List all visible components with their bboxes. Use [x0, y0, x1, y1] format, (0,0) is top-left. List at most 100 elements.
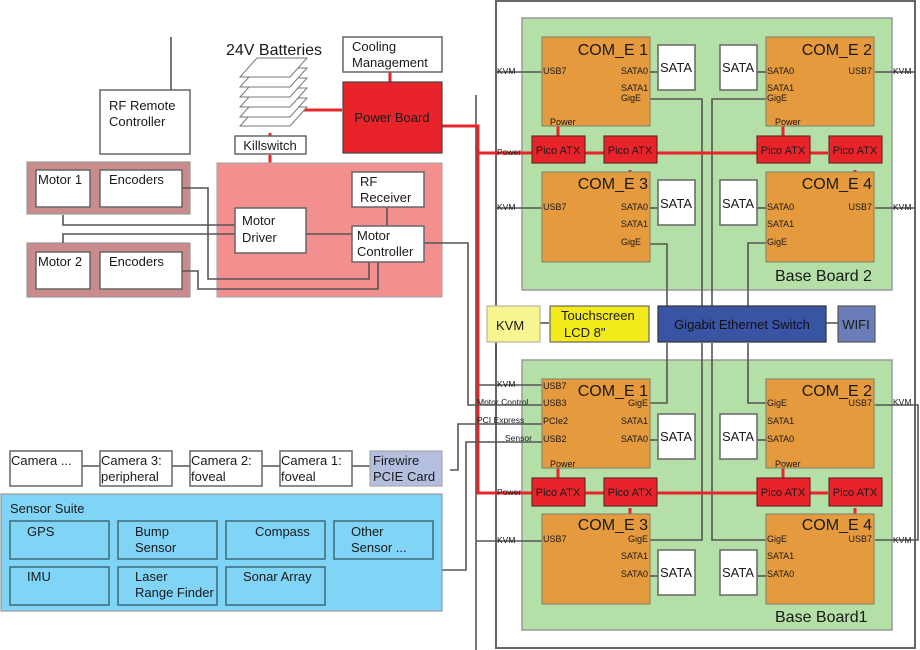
svg-text:foveal: foveal	[191, 469, 226, 484]
svg-text:Range Finder: Range Finder	[135, 585, 214, 600]
svg-text:SATA0: SATA0	[621, 66, 648, 76]
svg-text:COM_E 3: COM_E 3	[578, 517, 648, 534]
svg-text:SATA: SATA	[660, 565, 692, 580]
svg-text:Other: Other	[351, 524, 384, 539]
svg-text:GigE: GigE	[628, 398, 648, 408]
svg-text:Sensor: Sensor	[135, 540, 177, 555]
svg-text:Power: Power	[550, 117, 576, 127]
svg-text:KVM: KVM	[497, 379, 515, 389]
svg-text:USB2: USB2	[543, 434, 567, 444]
rf-remote-controller: RF Remote Controller	[99, 89, 191, 155]
svg-text:Gigabit Ethernet Switch: Gigabit Ethernet Switch	[674, 317, 810, 332]
kvm-switch-box: KVM	[486, 305, 541, 343]
sensor-bump: Bump Sensor	[117, 520, 218, 560]
power-board: Power Board	[342, 81, 443, 154]
svg-text:SATA0: SATA0	[767, 202, 794, 212]
svg-text:GigE: GigE	[628, 534, 648, 544]
svg-text:KVM: KVM	[893, 66, 911, 76]
pico-atx-supplies: Pico ATX Pico ATX Pico ATX Pico ATX Pico…	[531, 135, 883, 507]
svg-text:Power: Power	[497, 147, 521, 157]
svg-text:Motor: Motor	[357, 228, 391, 243]
svg-text:Motor Control: Motor Control	[477, 397, 529, 407]
svg-text:RF Remote: RF Remote	[109, 98, 175, 113]
bb1-com-e4: COM_E 4 GigE USB7 SATA1 SATA0	[765, 513, 875, 605]
bb2-com-e1: COM_E 1 USB7 SATA0 SATA1 GigE Power	[541, 36, 651, 127]
svg-text:KVM: KVM	[496, 318, 524, 333]
svg-text:KVM: KVM	[893, 397, 911, 407]
cooling-management: Cooling Management	[342, 36, 443, 73]
svg-text:Encoders: Encoders	[109, 254, 164, 269]
svg-text:WIFI: WIFI	[842, 317, 869, 332]
sata-drives: SATA SATA SATA SATA SATA SATA SATA SATA	[650, 44, 766, 596]
svg-text:Sensor ...: Sensor ...	[351, 540, 407, 555]
motor-wires	[62, 187, 542, 571]
touchscreen-lcd: Touchscreen LCD 8"	[549, 305, 650, 343]
kvm-wires-right	[875, 71, 919, 541]
svg-text:Pico ATX: Pico ATX	[833, 487, 878, 499]
sensor-compass: Compass	[225, 520, 326, 560]
svg-text:SATA1: SATA1	[767, 219, 794, 229]
svg-text:PCIE Card: PCIE Card	[373, 469, 435, 484]
svg-text:Motor 2: Motor 2	[38, 254, 82, 269]
encoders-1: Encoders	[99, 169, 183, 208]
svg-text:COM_E 3: COM_E 3	[578, 176, 648, 193]
svg-text:Camera 1:: Camera 1:	[281, 453, 342, 468]
sensor-suite: Sensor Suite	[0, 493, 443, 612]
sensor-imu: IMU	[9, 566, 110, 606]
svg-text:USB3: USB3	[543, 398, 567, 408]
svg-text:Controller: Controller	[109, 114, 166, 129]
svg-text:GigE: GigE	[767, 534, 787, 544]
svg-text:GigE: GigE	[621, 93, 641, 103]
base-board-2-label: Base Board 2	[775, 268, 872, 285]
svg-text:GigE: GigE	[767, 398, 787, 408]
svg-text:COM_E 2: COM_E 2	[802, 42, 872, 59]
firewire-pcie-card: Firewire PCIE Card	[369, 450, 443, 487]
base-board-1-label: Base Board1	[775, 609, 868, 626]
svg-text:USB7: USB7	[543, 381, 567, 391]
svg-text:Driver: Driver	[242, 230, 277, 245]
rf-receiver: RF Receiver	[351, 171, 425, 208]
svg-text:USB7: USB7	[848, 66, 872, 76]
motor-2: Motor 2	[35, 251, 91, 290]
svg-text:foveal: foveal	[281, 469, 316, 484]
svg-text:GigE: GigE	[767, 93, 787, 103]
svg-text:SATA: SATA	[722, 429, 754, 444]
svg-text:Pico ATX: Pico ATX	[761, 487, 806, 499]
bb1-com-e1: COM_E 1 USB7 USB3 PCIe2 USB2 GigE SATA1 …	[541, 378, 651, 469]
svg-text:SATA0: SATA0	[767, 434, 794, 444]
sensor-other: Other Sensor ...	[333, 520, 434, 560]
wifi-module: WIFI	[837, 305, 876, 343]
svg-text:Pico ATX: Pico ATX	[536, 145, 581, 157]
svg-text:COM_E 2: COM_E 2	[802, 383, 872, 400]
svg-text:peripheral: peripheral	[101, 469, 159, 484]
batteries-label: 24V Batteries	[226, 42, 322, 59]
svg-text:SATA: SATA	[660, 196, 692, 211]
svg-text:USB7: USB7	[543, 66, 567, 76]
svg-text:KVM: KVM	[497, 202, 515, 212]
svg-text:LCD 8": LCD 8"	[564, 325, 606, 340]
motor-controller: Motor Controller	[351, 225, 425, 263]
svg-text:Camera 2:: Camera 2:	[191, 453, 252, 468]
bb2-com-e4: COM_E 4 SATA0 USB7 SATA1 GigE	[765, 171, 875, 263]
svg-text:SATA1: SATA1	[621, 416, 648, 426]
svg-text:SATA1: SATA1	[767, 416, 794, 426]
svg-text:COM_E 4: COM_E 4	[802, 176, 872, 193]
svg-text:USB7: USB7	[543, 202, 567, 212]
svg-text:Bump: Bump	[135, 524, 169, 539]
svg-text:Management: Management	[352, 55, 428, 70]
svg-text:SATA0: SATA0	[621, 434, 648, 444]
motor-driver: Motor Driver	[234, 207, 307, 254]
svg-text:GPS: GPS	[27, 524, 55, 539]
camera-2: Camera 2: foveal	[189, 450, 263, 487]
svg-text:KVM: KVM	[893, 202, 911, 212]
svg-text:RF: RF	[360, 174, 377, 189]
svg-text:PCI Express: PCI Express	[477, 415, 524, 425]
svg-text:Receiver: Receiver	[360, 190, 412, 205]
svg-text:SATA1: SATA1	[767, 551, 794, 561]
svg-text:Pico ATX: Pico ATX	[833, 145, 878, 157]
svg-text:SATA1: SATA1	[621, 219, 648, 229]
svg-text:GigE: GigE	[767, 237, 787, 247]
svg-text:SATA: SATA	[722, 565, 754, 580]
svg-text:USB7: USB7	[848, 534, 872, 544]
